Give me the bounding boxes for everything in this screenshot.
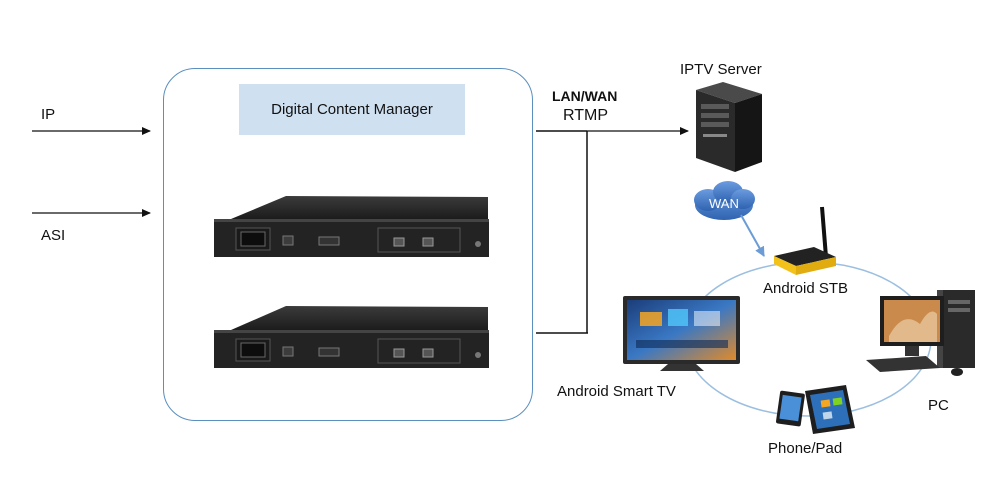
wan-to-stb-arrow bbox=[740, 214, 765, 257]
stb-label: Android STB bbox=[763, 280, 849, 297]
set-top-box-icon bbox=[774, 206, 836, 275]
tablet-icon bbox=[805, 385, 855, 434]
phone-icon bbox=[776, 390, 805, 427]
cloud-icon bbox=[694, 181, 755, 220]
smart-tv-icon bbox=[623, 296, 740, 371]
link-label-lan-wan: LAN/WAN bbox=[552, 88, 618, 104]
link-label-rtmp: RTMP bbox=[563, 107, 609, 124]
server-tower-icon bbox=[696, 82, 762, 172]
encoder-device-icon bbox=[214, 306, 489, 368]
cloud-label: WAN bbox=[709, 196, 739, 211]
ip-label: IP bbox=[41, 106, 56, 123]
pc-label: PC bbox=[928, 397, 949, 414]
server-label: IPTV Server bbox=[680, 61, 762, 78]
dcm-title: Digital Content Manager bbox=[239, 84, 465, 135]
dcm-container bbox=[163, 68, 533, 421]
desktop-pc-icon bbox=[866, 290, 975, 376]
encoder-device-icon bbox=[214, 196, 489, 257]
tv-label: Android Smart TV bbox=[557, 383, 676, 400]
phone-pad-label: Phone/Pad bbox=[768, 440, 843, 457]
asi-label: ASI bbox=[41, 227, 66, 244]
